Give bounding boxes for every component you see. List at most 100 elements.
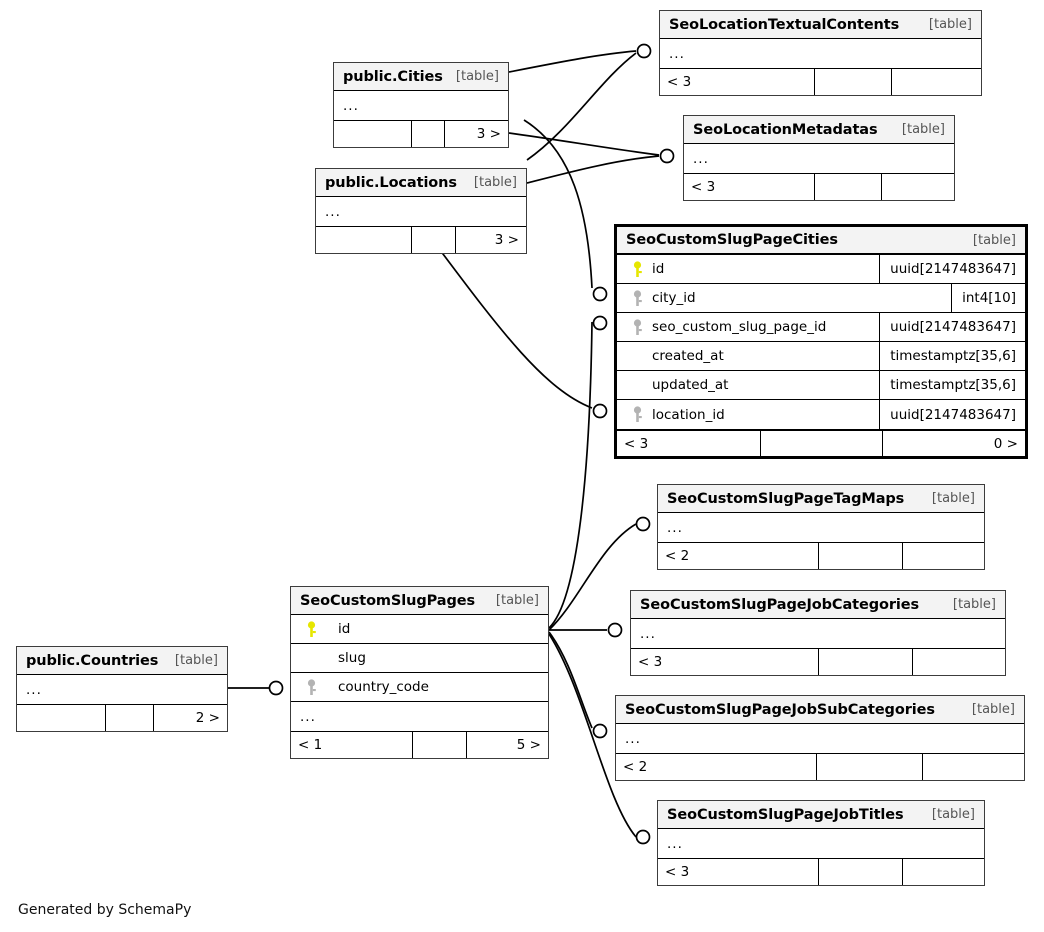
footer-middle xyxy=(818,649,912,675)
table-footer: 2 > xyxy=(17,704,227,731)
column-name: created_at xyxy=(652,348,724,364)
table-type-tag: [table] xyxy=(972,232,1016,248)
table-row-ellipsis: ... xyxy=(325,203,341,220)
column-name: id xyxy=(652,261,665,277)
table-footer: < 1 5 > xyxy=(291,731,548,758)
footer-right xyxy=(911,649,1006,675)
table-footer: < 3 xyxy=(660,68,981,95)
table-seo-custom-slug-page-cities[interactable]: SeoCustomSlugPageCities [table] id uuid[… xyxy=(614,224,1028,459)
column-name: slug xyxy=(338,650,366,666)
footer-middle xyxy=(815,754,922,780)
table-seo-custom-slug-page-job-categories[interactable]: SeoCustomSlugPageJobCategories [table] .… xyxy=(630,590,1006,676)
column-type: timestamptz[35,6] xyxy=(879,342,1016,370)
table-header: public.Countries [table] xyxy=(17,647,227,675)
table-row-ellipsis: ... xyxy=(640,625,656,642)
table-header: SeoCustomSlugPageJobSubCategories [table… xyxy=(616,696,1024,724)
column-type: int4[10] xyxy=(951,284,1016,312)
table-public-countries[interactable]: public.Countries [table] ... 2 > xyxy=(16,646,228,732)
footer-middle xyxy=(105,705,153,731)
table-footer: < 2 xyxy=(616,753,1024,780)
table-row: country_code xyxy=(291,673,548,702)
table-title: SeoCustomSlugPageJobTitles xyxy=(667,806,904,823)
table-type-tag: [table] xyxy=(473,175,517,190)
column-name: city_id xyxy=(652,290,696,306)
footer-middle xyxy=(817,543,903,569)
table-footer: 3 > xyxy=(334,120,508,147)
table-row-ellipsis: ... xyxy=(300,708,316,725)
footer-right xyxy=(881,174,954,200)
table-type-tag: [table] xyxy=(928,17,972,32)
footer-left xyxy=(334,121,411,147)
footer-left: < 3 xyxy=(638,654,663,670)
table-header: public.Cities [table] xyxy=(334,63,508,91)
footer-right: 3 > xyxy=(454,227,526,253)
footer-left: < 3 xyxy=(624,435,649,452)
footer-middle xyxy=(410,121,444,147)
column-name: country_code xyxy=(338,679,429,695)
table-header: SeoCustomSlugPages [table] xyxy=(291,587,548,615)
table-title: SeoCustomSlugPageCities xyxy=(626,232,838,248)
table-type-tag: [table] xyxy=(455,69,499,84)
table-public-locations[interactable]: public.Locations [table] ... 3 > xyxy=(315,168,527,254)
table-row-ellipsis: ... xyxy=(669,45,685,62)
footer-left: < 3 xyxy=(665,864,690,880)
table-row-ellipsis: ... xyxy=(667,519,683,536)
footer-middle xyxy=(813,174,882,200)
footer-right xyxy=(891,69,981,95)
generator-credit: Generated by SchemaPy xyxy=(18,902,192,918)
table-title: public.Cities xyxy=(343,68,443,85)
table-row: city_id int4[10] xyxy=(617,284,1025,313)
table-row: seo_custom_slug_page_id uuid[2147483647] xyxy=(617,313,1025,342)
table-header: SeoLocationTextualContents [table] xyxy=(660,11,981,39)
foreign-key-icon xyxy=(300,678,322,696)
table-title: SeoLocationMetadatas xyxy=(693,121,878,138)
table-type-tag: [table] xyxy=(495,593,539,608)
table-title: SeoCustomSlugPages xyxy=(300,592,476,609)
table-row: id xyxy=(291,615,548,644)
table-seo-custom-slug-pages[interactable]: SeoCustomSlugPages [table] id slug count… xyxy=(290,586,549,759)
table-footer: < 2 xyxy=(658,542,984,569)
table-row: location_id uuid[2147483647] xyxy=(617,400,1025,429)
table-type-tag: [table] xyxy=(971,702,1015,717)
footer-left xyxy=(17,705,105,731)
table-seo-location-textual-contents[interactable]: SeoLocationTextualContents [table] ... <… xyxy=(659,10,982,96)
table-title: SeoCustomSlugPageJobSubCategories xyxy=(625,701,935,718)
foreign-key-icon xyxy=(626,289,648,307)
table-footer: < 3 xyxy=(658,858,984,885)
footer-right: 5 > xyxy=(465,732,548,758)
column-name: id xyxy=(338,621,351,637)
footer-middle xyxy=(410,227,455,253)
table-title: public.Countries xyxy=(26,652,159,669)
table-type-tag: [table] xyxy=(901,122,945,137)
column-name: seo_custom_slug_page_id xyxy=(652,319,827,335)
table-row-ellipsis: ... xyxy=(343,97,359,114)
footer-middle xyxy=(411,732,466,758)
table-footer: 3 > xyxy=(316,226,526,253)
footer-right xyxy=(921,754,1024,780)
table-type-tag: [table] xyxy=(174,653,218,668)
table-seo-custom-slug-page-job-titles[interactable]: SeoCustomSlugPageJobTitles [table] ... <… xyxy=(657,800,985,886)
table-row: updated_at timestamptz[35,6] xyxy=(617,371,1025,400)
table-header: SeoCustomSlugPageCities [table] xyxy=(617,227,1025,255)
table-row: slug xyxy=(291,644,548,673)
footer-right: 3 > xyxy=(443,121,508,147)
table-seo-custom-slug-page-tag-maps[interactable]: SeoCustomSlugPageTagMaps [table] ... < 2 xyxy=(657,484,985,570)
footer-left: < 3 xyxy=(691,179,716,195)
foreign-key-icon xyxy=(626,406,648,423)
column-type: uuid[2147483647] xyxy=(879,400,1016,429)
table-row: created_at timestamptz[35,6] xyxy=(617,342,1025,371)
column-name: location_id xyxy=(652,406,725,423)
column-type: uuid[2147483647] xyxy=(879,255,1016,283)
table-header: public.Locations [table] xyxy=(316,169,526,197)
footer-left: < 2 xyxy=(665,548,690,564)
table-footer: < 3 xyxy=(631,648,1005,675)
table-public-cities[interactable]: public.Cities [table] ... 3 > xyxy=(333,62,509,148)
table-seo-location-metadatas[interactable]: SeoLocationMetadatas [table] ... < 3 xyxy=(683,115,955,201)
table-title: public.Locations xyxy=(325,174,457,191)
column-type: uuid[2147483647] xyxy=(879,313,1016,341)
table-header: SeoCustomSlugPageJobTitles [table] xyxy=(658,801,984,829)
footer-right: 0 > xyxy=(882,431,1025,456)
table-header: SeoLocationMetadatas [table] xyxy=(684,116,954,144)
table-seo-custom-slug-page-job-sub-categories[interactable]: SeoCustomSlugPageJobSubCategories [table… xyxy=(615,695,1025,781)
